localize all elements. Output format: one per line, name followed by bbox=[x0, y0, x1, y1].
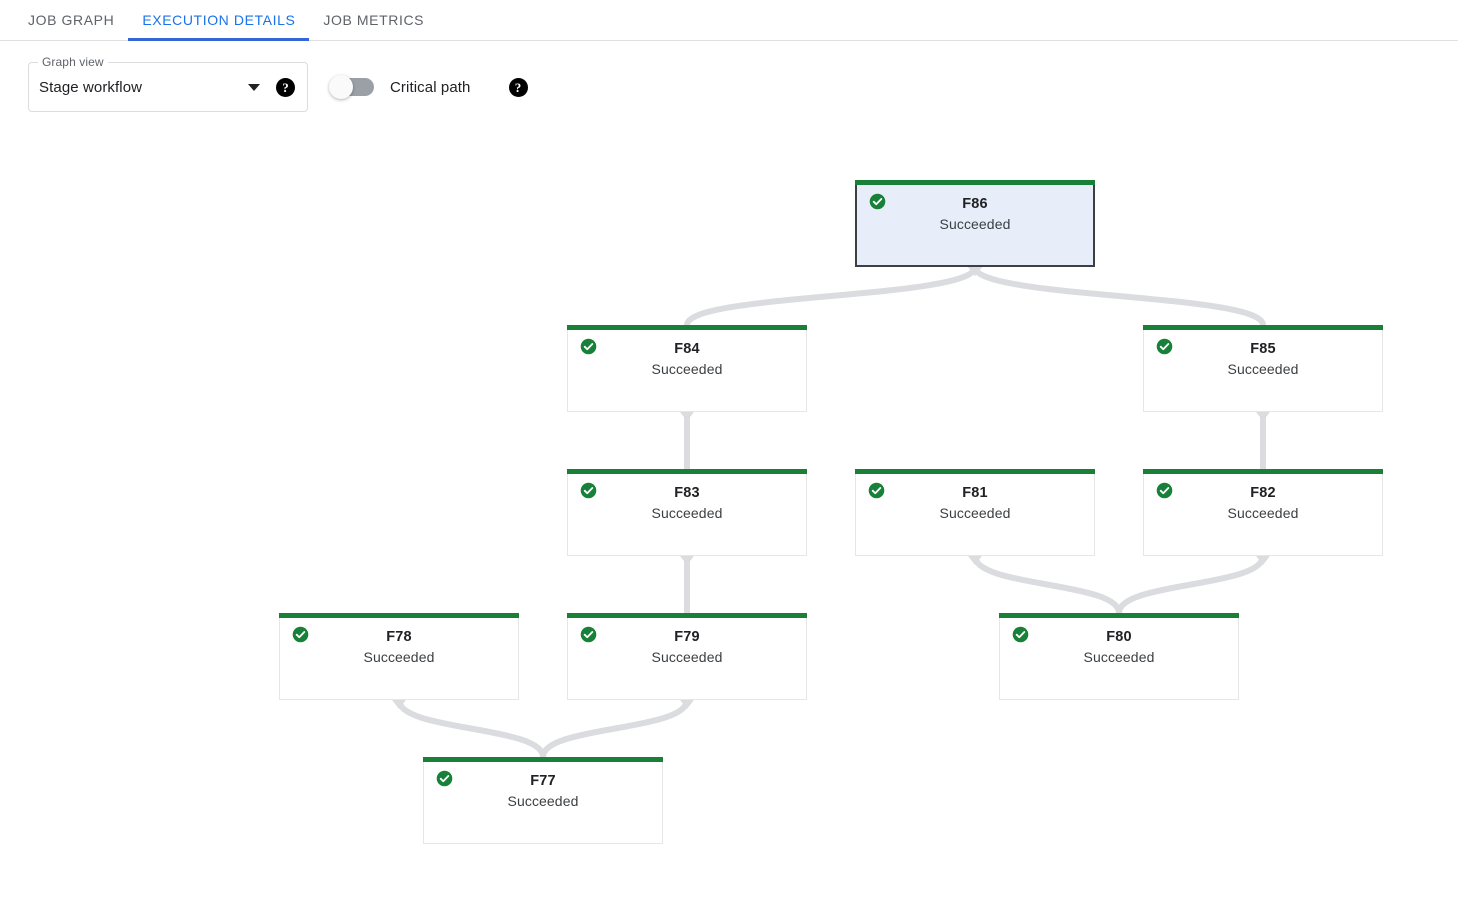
critical-path-label: Critical path bbox=[390, 78, 471, 96]
node-status-text: Succeeded bbox=[507, 793, 579, 809]
node-status-text: Succeeded bbox=[1227, 505, 1299, 521]
node-status-bar bbox=[855, 469, 1095, 474]
node-status-text: Succeeded bbox=[651, 649, 723, 665]
graph-view-label: Graph view bbox=[38, 55, 108, 69]
graph-edge-f78-f77 bbox=[396, 697, 546, 760]
node-status-bar bbox=[567, 613, 807, 618]
critical-path-toggle[interactable] bbox=[329, 75, 374, 99]
success-check-icon bbox=[1156, 482, 1173, 499]
graph-edge-nub bbox=[1256, 556, 1270, 565]
graph-edge-nub bbox=[1256, 412, 1270, 421]
graph-edge-nub bbox=[968, 556, 982, 565]
node-title: F81 bbox=[962, 485, 988, 501]
node-status-bar bbox=[279, 613, 519, 618]
graph-edge-f79-f77 bbox=[540, 697, 690, 760]
tab-execution-details-label: EXECUTION DETAILS bbox=[142, 12, 296, 28]
success-check-icon bbox=[580, 626, 597, 643]
node-status-text: Succeeded bbox=[939, 216, 1011, 232]
tab-job-metrics[interactable]: JOB METRICS bbox=[309, 0, 438, 40]
success-check-icon bbox=[580, 338, 597, 355]
tab-job-graph[interactable]: JOB GRAPH bbox=[14, 0, 128, 40]
tab-job-metrics-label: JOB METRICS bbox=[323, 12, 425, 28]
node-title: F80 bbox=[1106, 629, 1132, 645]
graph-edge-nub bbox=[392, 700, 406, 709]
graph-edge-f82-f80 bbox=[1116, 553, 1266, 616]
toggle-knob bbox=[329, 75, 353, 99]
node-status-text: Succeeded bbox=[651, 505, 723, 521]
graph-view-help-icon[interactable]: ? bbox=[276, 77, 295, 97]
success-check-icon bbox=[869, 193, 886, 210]
tab-execution-details[interactable]: EXECUTION DETAILS bbox=[128, 0, 310, 41]
node-title: F79 bbox=[674, 629, 700, 645]
node-title: F77 bbox=[530, 773, 556, 789]
success-check-icon bbox=[868, 482, 885, 499]
success-check-icon bbox=[580, 482, 597, 499]
node-status-bar bbox=[567, 325, 807, 330]
graph-edge-nub bbox=[680, 700, 694, 709]
success-check-icon bbox=[1156, 338, 1173, 355]
critical-path-group: Critical path ? bbox=[329, 75, 528, 99]
node-status-text: Succeeded bbox=[1083, 649, 1155, 665]
node-status-bar bbox=[1143, 469, 1383, 474]
node-title: F78 bbox=[386, 629, 412, 645]
success-check-icon bbox=[292, 626, 309, 643]
graph-edge-f86-f85 bbox=[972, 264, 1266, 328]
graph-edge-f81-f80 bbox=[972, 553, 1122, 616]
node-status-bar bbox=[855, 180, 1095, 185]
chevron-down-icon[interactable] bbox=[248, 83, 260, 91]
node-title: F86 bbox=[962, 196, 988, 212]
tab-job-graph-label: JOB GRAPH bbox=[28, 12, 115, 28]
node-status-text: Succeeded bbox=[1227, 361, 1299, 377]
node-status-text: Succeeded bbox=[363, 649, 435, 665]
node-status-bar bbox=[999, 613, 1239, 618]
critical-path-help-icon[interactable]: ? bbox=[508, 77, 528, 97]
graph-view-select[interactable]: Graph view Stage workflow ? bbox=[28, 55, 308, 112]
graph-edge-nub bbox=[680, 556, 694, 565]
node-status-text: Succeeded bbox=[939, 505, 1011, 521]
node-status-bar bbox=[567, 469, 807, 474]
success-check-icon bbox=[436, 770, 453, 787]
node-title: F83 bbox=[674, 485, 700, 501]
success-check-icon bbox=[1012, 626, 1029, 643]
graph-toolbar: Graph view Stage workflow ? Critical pat… bbox=[0, 41, 1458, 133]
graph-view-value: Stage workflow bbox=[39, 78, 143, 96]
graph-edge-nub bbox=[968, 267, 982, 276]
graph-edge-nub bbox=[968, 267, 982, 276]
node-status-text: Succeeded bbox=[651, 361, 723, 377]
tab-bar: JOB GRAPH EXECUTION DETAILS JOB METRICS bbox=[0, 0, 1458, 41]
node-title: F82 bbox=[1250, 485, 1276, 501]
graph-edge-nub bbox=[680, 412, 694, 421]
node-status-bar bbox=[423, 757, 663, 762]
graph-edge-f86-f84 bbox=[684, 264, 978, 328]
node-status-bar bbox=[1143, 325, 1383, 330]
node-title: F84 bbox=[674, 341, 700, 357]
node-title: F85 bbox=[1250, 341, 1276, 357]
